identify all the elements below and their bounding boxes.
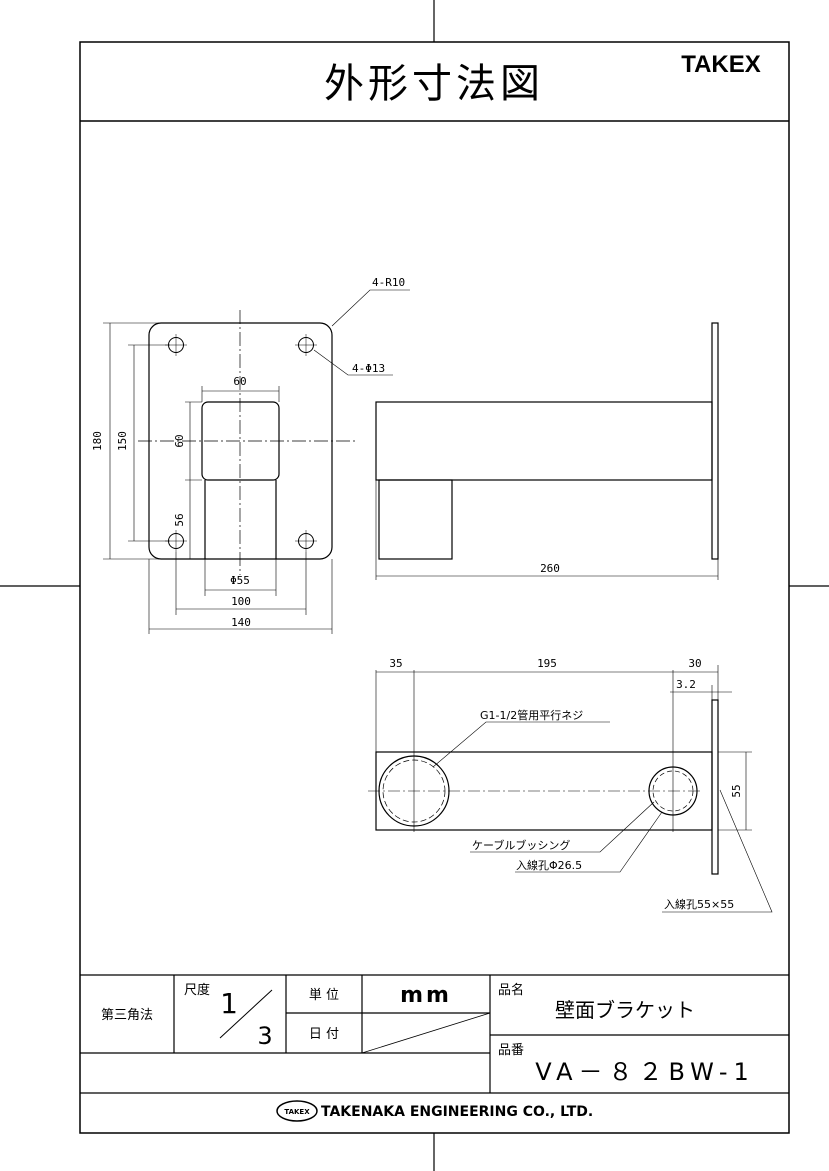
company-logo-text: TAKEX: [284, 1108, 310, 1116]
dim-100: 100: [231, 595, 251, 608]
callout-holes: 4-Φ13: [352, 362, 385, 375]
top-dimension-lines: [375, 665, 773, 913]
unit-value: mm: [400, 983, 452, 1008]
product-name: 壁面ブラケット: [555, 998, 695, 1022]
callout-hole-small: 入線孔Φ26.5: [516, 858, 582, 872]
square-tube-face: [201, 401, 280, 481]
company-logo-mark: [276, 1100, 318, 1122]
dim-60-top: 60: [233, 375, 246, 388]
callout-thread: G1-1/2管用平行ネジ: [480, 708, 583, 722]
callout-hole-square: 入線孔55×55: [664, 897, 734, 911]
callout-r10: 4-R10: [372, 276, 405, 289]
mounting-hole: [295, 530, 317, 552]
name-label: 品名: [498, 982, 524, 998]
dim-56: 56: [173, 513, 186, 526]
dim-195: 195: [537, 657, 557, 670]
title-block: [80, 974, 789, 1094]
top-view: [368, 665, 773, 913]
projection-method: 第三角法: [101, 1008, 153, 1023]
lower-pipe-side: [378, 479, 453, 560]
scale-label: 尺度: [184, 982, 210, 998]
front-dimension-lines: [103, 289, 410, 634]
dim-180: 180: [91, 431, 104, 451]
side-view: [375, 322, 719, 580]
unit-label: 単 位: [309, 987, 339, 1003]
dim-60-side: 60: [173, 434, 186, 447]
base-plate-side: [711, 322, 719, 560]
front-view: [103, 289, 410, 634]
dim-260: 260: [540, 562, 560, 575]
company-name: TAKENAKA ENGINEERING CO., LTD.: [321, 1104, 593, 1120]
dim-3-2: 3.2: [676, 678, 696, 691]
scale-denominator: 3: [257, 1022, 272, 1050]
mounting-hole: [295, 334, 317, 356]
dim-140: 140: [231, 616, 251, 629]
part-label: 品番: [498, 1043, 524, 1058]
callout-bushing: ケーブルブッシング: [472, 838, 570, 852]
dim-55: 55: [730, 784, 743, 797]
part-number: VA－８２BW-1: [535, 1058, 755, 1086]
dim-30: 30: [688, 657, 701, 670]
dim-35: 35: [389, 657, 402, 670]
arm-tube-side: [375, 401, 713, 481]
dim-phi55: Φ55: [230, 574, 250, 587]
brand-logo: TAKEX: [681, 51, 761, 78]
sheet-frame: [79, 41, 790, 1134]
page-title: 外形寸法図: [324, 61, 544, 107]
date-label: 日 付: [309, 1027, 339, 1042]
scale-numerator: 1: [220, 987, 238, 1020]
dim-150: 150: [116, 431, 129, 451]
base-plate-top: [711, 699, 719, 875]
